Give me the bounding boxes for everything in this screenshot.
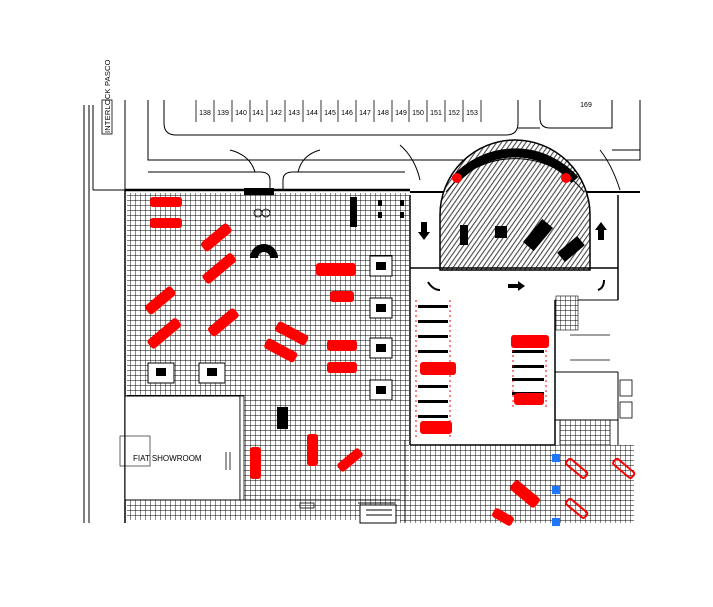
stall-number: 149 [395, 110, 407, 117]
car [144, 286, 176, 315]
parking-curbs [147, 100, 641, 191]
arrow-right-icon [508, 281, 525, 291]
car [250, 447, 261, 479]
side-label-box: INTERLOCK PASCO [101, 59, 113, 135]
side-label: INTERLOCK PASCO [103, 59, 112, 133]
marker [552, 518, 560, 526]
car [307, 434, 318, 466]
marker [552, 454, 560, 462]
car [420, 421, 452, 434]
room-label: FIAT SHOWROOM [133, 454, 202, 463]
stall-number: 150 [412, 110, 424, 117]
stall-number: 151 [430, 110, 442, 117]
stall-number: 148 [377, 110, 389, 117]
stall-number: 140 [235, 110, 247, 117]
parking-numbers: 138 139 140 141 142 143 144 145 146 147 … [199, 102, 592, 117]
blue-markers [552, 454, 560, 526]
car [492, 508, 514, 526]
car [337, 448, 363, 472]
corridor-walls [244, 440, 406, 524]
direction-arrows [418, 222, 607, 291]
car [150, 197, 182, 207]
stall-number: 142 [270, 110, 282, 117]
fiat-showroom-room: FIAT SHOWROOM [119, 395, 245, 501]
car [316, 263, 356, 276]
car [150, 218, 182, 228]
car [420, 362, 456, 375]
car [207, 308, 239, 337]
car [612, 457, 636, 479]
stall-number: 147 [359, 110, 371, 117]
car [565, 457, 589, 479]
fixtures [147, 188, 585, 429]
stall-number: 144 [306, 110, 318, 117]
stall-number: 169 [580, 102, 592, 109]
stall-number: 143 [288, 110, 300, 117]
turn-arrow-icon [597, 279, 605, 291]
stall-number: 141 [252, 110, 264, 117]
stall-number: 152 [448, 110, 460, 117]
rotunda-light [452, 173, 462, 183]
car [147, 318, 182, 349]
stall-number: 153 [466, 110, 478, 117]
rotunda [439, 139, 591, 271]
turn-arrow-icon [427, 281, 441, 291]
road-edge-lines [83, 100, 126, 523]
arrow-down-icon [418, 222, 430, 240]
stall-number: 138 [199, 110, 211, 117]
car [514, 393, 544, 405]
car [511, 335, 549, 348]
car [202, 253, 237, 284]
display-cars [144, 173, 636, 526]
car [330, 291, 354, 302]
car [565, 497, 589, 519]
rotunda-light [561, 173, 571, 183]
stall-number: 145 [324, 110, 336, 117]
lower-floor-grid [400, 500, 460, 523]
car [275, 321, 309, 346]
marker [552, 486, 560, 494]
stall-number: 139 [217, 110, 229, 117]
car [200, 223, 232, 252]
stall-number: 146 [341, 110, 353, 117]
car [510, 480, 540, 508]
car [327, 362, 357, 373]
car [327, 340, 357, 351]
arrow-up-icon [595, 222, 607, 240]
entrance-fixtures [225, 208, 315, 509]
parking-stall-lines [195, 100, 482, 122]
car [264, 338, 298, 363]
